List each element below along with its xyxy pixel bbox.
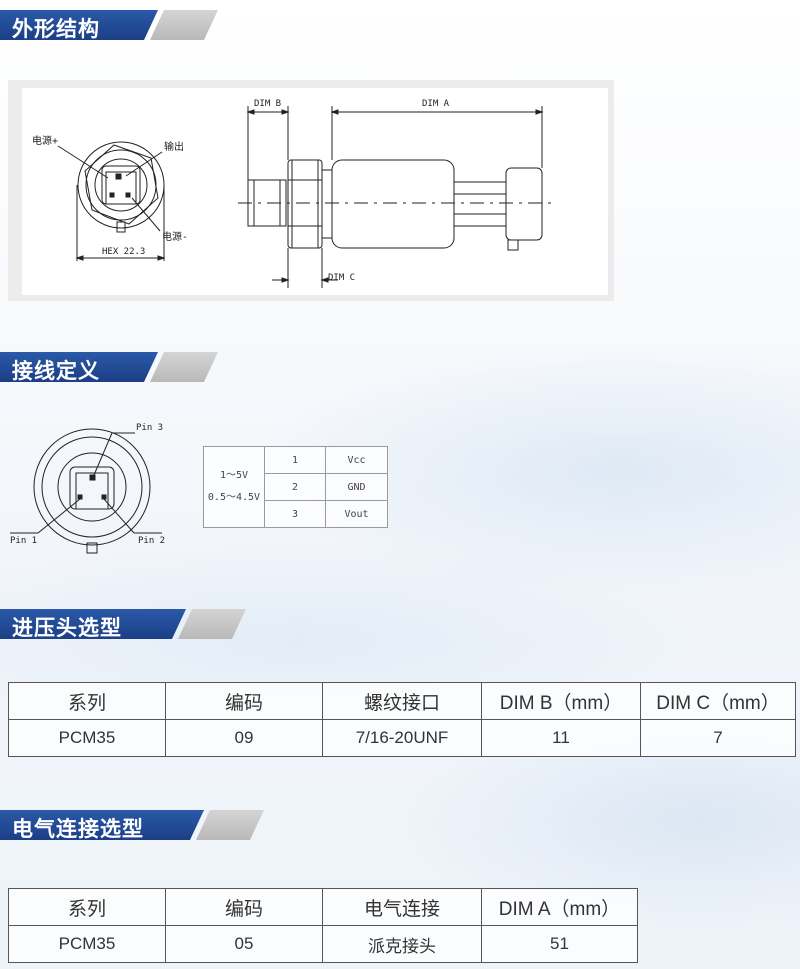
table-row: 1～5V 0.5～4.5V 1 Vcc xyxy=(203,446,388,528)
label-power-plus: 电源+ xyxy=(32,134,58,147)
pin-signal-cell: GND xyxy=(325,473,388,501)
table-header-row: 系列 编码 电气连接 DIM A（mm） xyxy=(8,888,638,926)
section-title-electrical: 电气连接选型 xyxy=(12,817,144,841)
cell-series: PCM35 xyxy=(8,925,166,963)
output-range-2: 0.5～4.5V xyxy=(207,492,261,503)
table-row: 3 Vout xyxy=(204,500,388,528)
table-row: PCM35 05 派克接头 51 xyxy=(8,925,638,963)
label-power-minus: 电源- xyxy=(162,230,188,243)
cell-code: 09 xyxy=(165,719,323,757)
pin2-label: Pin 2 xyxy=(138,536,165,546)
outline-drawing-frame: 电源+ 输出 电源- HEX 22.3 xyxy=(8,80,614,301)
pin-signal-cell: Vout xyxy=(325,500,388,528)
pin-number-cell: 2 xyxy=(264,473,326,501)
header-thread: 螺纹接口 xyxy=(322,682,482,720)
header-series: 系列 xyxy=(8,682,166,720)
cell-code: 05 xyxy=(165,925,323,963)
electrical-selection-table: 系列 编码 电气连接 DIM A（mm） PCM35 05 派克接头 51 xyxy=(8,888,638,963)
section-title-port: 进压头选型 xyxy=(12,616,122,640)
cell-series: PCM35 xyxy=(8,719,166,757)
label-dim-c: DIM C xyxy=(328,273,355,283)
hex-outline xyxy=(84,144,159,225)
outline-drawing-svg: 电源+ 输出 电源- HEX 22.3 xyxy=(32,99,552,288)
label-hex: HEX 22.3 xyxy=(102,247,145,257)
hex-circle xyxy=(77,141,165,229)
pin-definition-table: 1～5V 0.5～4.5V 1 Vcc 2 GND 3 Vout xyxy=(203,446,388,528)
table-header-row: 系列 编码 螺纹接口 DIM B（mm） DIM C（mm） xyxy=(8,682,796,720)
pin-number-cell: 3 xyxy=(264,500,326,528)
table-row: PCM35 09 7/16-20UNF 11 7 xyxy=(8,719,796,757)
cell-thread: 7/16-20UNF xyxy=(322,719,482,757)
label-output: 输出 xyxy=(164,140,184,153)
pin1-label: Pin 1 xyxy=(10,536,37,546)
header-code: 编码 xyxy=(165,888,323,926)
cell-dim-b: 11 xyxy=(481,719,641,757)
output-range-cell: 1～5V 0.5～4.5V xyxy=(203,446,265,528)
header-dim-a: DIM A（mm） xyxy=(481,888,638,926)
label-dim-b: DIM B xyxy=(254,99,281,109)
cell-connection: 派克接头 xyxy=(322,925,482,963)
table-row: 2 GND xyxy=(204,473,388,501)
pin-signal-cell: Vcc xyxy=(325,446,388,474)
header-series: 系列 xyxy=(8,888,166,926)
port-selection-table: 系列 编码 螺纹接口 DIM B（mm） DIM C（mm） PCM35 09 … xyxy=(8,682,796,757)
section-title-outline: 外形结构 xyxy=(12,17,100,41)
section-title-wiring: 接线定义 xyxy=(12,359,100,383)
header-dim-c: DIM C（mm） xyxy=(640,682,796,720)
label-dim-a: DIM A xyxy=(422,99,450,109)
header-dim-b: DIM B（mm） xyxy=(481,682,641,720)
outline-drawing: 电源+ 输出 电源- HEX 22.3 xyxy=(22,88,608,295)
pin3-label: Pin 3 xyxy=(136,423,163,433)
pin-number-cell: 1 xyxy=(264,446,326,474)
header-connection: 电气连接 xyxy=(322,888,482,926)
cell-dim-c: 7 xyxy=(640,719,796,757)
cell-dim-a: 51 xyxy=(481,925,638,963)
output-range-1: 1～5V xyxy=(219,470,249,481)
pin-diagram: Pin 3 Pin 1 Pin 2 xyxy=(10,423,165,554)
header-code: 编码 xyxy=(165,682,323,720)
